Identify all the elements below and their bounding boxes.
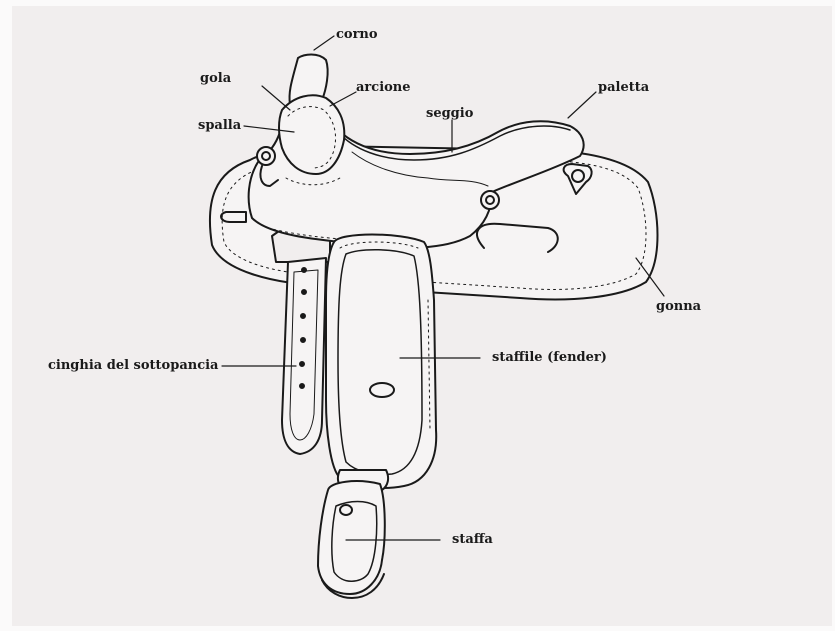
cinch-strap-part [272, 226, 330, 454]
leader-arcione [330, 92, 356, 106]
stirrup-part [318, 470, 388, 598]
label-paletta: paletta [598, 81, 649, 94]
label-arcione: arcione [356, 81, 411, 94]
leader-gola [262, 86, 290, 110]
label-gonna: gonna [656, 300, 701, 313]
leader-corno [314, 36, 334, 50]
label-cinghia: cinghia del sottopancia [48, 359, 218, 372]
label-corno: corno [336, 28, 378, 41]
label-staffa: staffa [452, 533, 493, 546]
leader-paletta [568, 92, 596, 118]
label-spalla: spalla [198, 119, 241, 132]
label-gola: gola [200, 72, 231, 85]
label-seggio: seggio [426, 107, 473, 120]
fender-part [326, 235, 436, 488]
label-staffile: staffile (fender) [492, 351, 607, 364]
